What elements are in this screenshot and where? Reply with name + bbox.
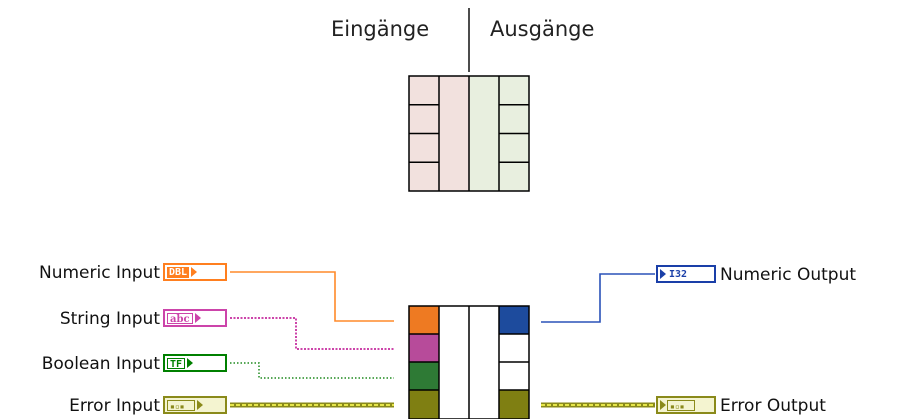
string-type-icon: abc [167, 312, 193, 325]
pane-error-input [409, 390, 439, 419]
i32-type-icon: I32 [669, 268, 688, 280]
pane-numeric-input [409, 306, 439, 334]
pane-boolean-input [409, 362, 439, 390]
wires [230, 271, 655, 408]
dbl-type-icon: DBL [167, 266, 190, 278]
boolean-input-wire [230, 362, 394, 379]
error-cluster-icon: ▪▫▪ [167, 399, 195, 411]
error-output-label: Error Output [720, 396, 826, 416]
numeric-output-terminal[interactable]: I32 [656, 265, 716, 283]
connector-pattern [408, 75, 530, 192]
outputs-header: Ausgänge [490, 17, 595, 41]
output-arrow-icon [187, 358, 194, 368]
boolean-input-label: Boolean Input [41, 354, 160, 374]
string-input-label: String Input [59, 309, 160, 329]
output-arrow-icon [191, 267, 198, 277]
numeric-input-label: Numeric Input [39, 263, 160, 283]
error-output-terminal[interactable]: ▪▫▪ [656, 396, 716, 414]
numeric-output-label: Numeric Output [720, 265, 857, 285]
numeric-output-wire [541, 273, 655, 323]
error-input-terminal[interactable]: ▪▫▪ [163, 396, 227, 414]
input-arrow-icon [660, 269, 666, 279]
numeric-input-wire [230, 271, 394, 322]
boolean-type-icon: TF [167, 357, 186, 370]
error-cluster-icon: ▪▫▪ [667, 399, 695, 411]
pane-error-output [499, 390, 529, 419]
pane-string-input [409, 334, 439, 362]
output-arrow-icon [194, 313, 201, 323]
string-input-terminal[interactable]: abc [163, 309, 227, 327]
inputs-header: Eingänge [331, 17, 430, 41]
input-arrow-icon [660, 400, 666, 410]
output-arrow-icon [197, 400, 203, 410]
connector-pane [408, 305, 530, 419]
string-input-wire [230, 317, 394, 350]
error-input-label: Error Input [69, 396, 160, 416]
numeric-input-terminal[interactable]: DBL [163, 263, 227, 281]
boolean-input-terminal[interactable]: TF [163, 354, 227, 372]
pane-numeric-output [499, 306, 529, 334]
